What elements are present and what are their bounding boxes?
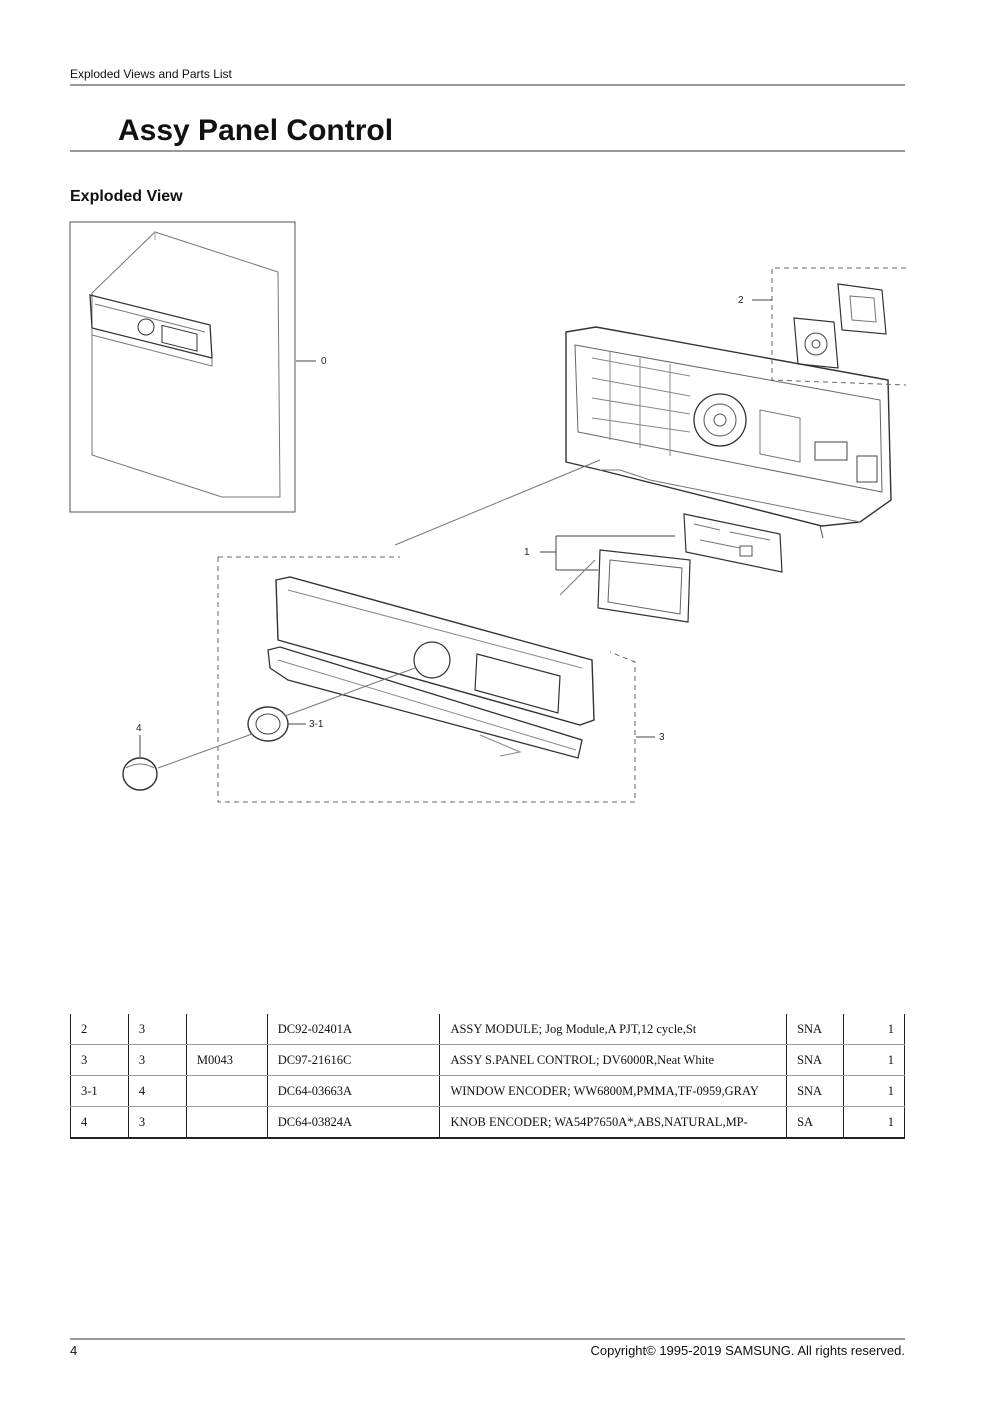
copyright-notice: Copyright© 1995-2019 SAMSUNG. All rights… — [590, 1343, 906, 1358]
cell-description: WINDOW ENCODER; WW6800M,PMMA,TF-0959,GRA… — [439, 1075, 788, 1107]
jog-module-inset — [771, 267, 907, 386]
main-pcb-assembly — [597, 513, 783, 623]
panel-control-dashed-box — [217, 556, 636, 803]
knob-encoder — [122, 757, 158, 791]
parts-table: 2 3 DC92-02401A ASSY MODULE; Jog Module,… — [70, 1014, 905, 1139]
cell-qty: 1 — [843, 1014, 905, 1045]
cell-sa: SNA — [786, 1075, 845, 1107]
cell-part-no: DC64-03824A — [266, 1106, 441, 1139]
page-header: Exploded Views and Parts List — [70, 66, 905, 86]
callout-bracket-1 — [540, 535, 675, 571]
callout-label-3-1: 3-1 — [309, 719, 324, 730]
cell-level: 3 — [127, 1044, 187, 1076]
footer-divider — [70, 1338, 905, 1340]
cell-description: KNOB ENCODER; WA54P7650A*,ABS,NATURAL,MP… — [439, 1106, 788, 1139]
cell-code — [185, 1106, 268, 1139]
cell-part-no: DC97-21616C — [266, 1044, 441, 1076]
cell-level: 3 — [127, 1106, 187, 1139]
section-title: Exploded View — [70, 188, 183, 205]
title-divider — [70, 150, 905, 152]
cell-no: 2 — [70, 1014, 129, 1045]
cell-qty: 1 — [843, 1044, 905, 1076]
cell-sa: SA — [786, 1106, 845, 1139]
cell-code — [185, 1014, 268, 1045]
cell-no: 3 — [70, 1044, 129, 1076]
cell-qty: 1 — [843, 1075, 905, 1107]
page-number: 4 — [70, 1343, 78, 1358]
window-encoder-ring — [247, 706, 289, 742]
cell-no: 3-1 — [70, 1075, 129, 1107]
table-row: 3-1 4 DC64-03663A WINDOW ENCODER; WW6800… — [70, 1075, 905, 1107]
table-row: 2 3 DC92-02401A ASSY MODULE; Jog Module,… — [70, 1014, 905, 1045]
cell-part-no: DC92-02401A — [266, 1014, 441, 1045]
panel-frame — [565, 326, 892, 539]
s-panel-control — [267, 576, 595, 759]
inset-washer-overview — [69, 221, 296, 513]
page-title: Assy Panel Control — [118, 114, 394, 147]
callout-label-0: 0 — [321, 356, 327, 367]
cell-code — [185, 1075, 268, 1107]
cell-code: M0043 — [185, 1044, 268, 1076]
table-row: 3 3 M0043 DC97-21616C ASSY S.PANEL CONTR… — [70, 1044, 905, 1076]
callout-label-3: 3 — [659, 732, 665, 743]
cell-level: 4 — [127, 1075, 187, 1107]
table-row: 4 3 DC64-03824A KNOB ENCODER; WA54P7650A… — [70, 1106, 905, 1139]
cell-sa: SNA — [786, 1014, 845, 1045]
callout-label-1: 1 — [524, 547, 530, 558]
callout-label-4: 4 — [136, 723, 142, 734]
cell-qty: 1 — [843, 1106, 905, 1139]
cell-no: 4 — [70, 1106, 129, 1139]
callout-label-2: 2 — [738, 295, 744, 306]
cell-sa: SNA — [786, 1044, 845, 1076]
cell-description: ASSY S.PANEL CONTROL; DV6000R,Neat White — [439, 1044, 788, 1076]
cell-part-no: DC64-03663A — [266, 1075, 441, 1107]
cell-level: 3 — [127, 1014, 187, 1045]
cell-description: ASSY MODULE; Jog Module,A PJT,12 cycle,S… — [439, 1014, 788, 1045]
